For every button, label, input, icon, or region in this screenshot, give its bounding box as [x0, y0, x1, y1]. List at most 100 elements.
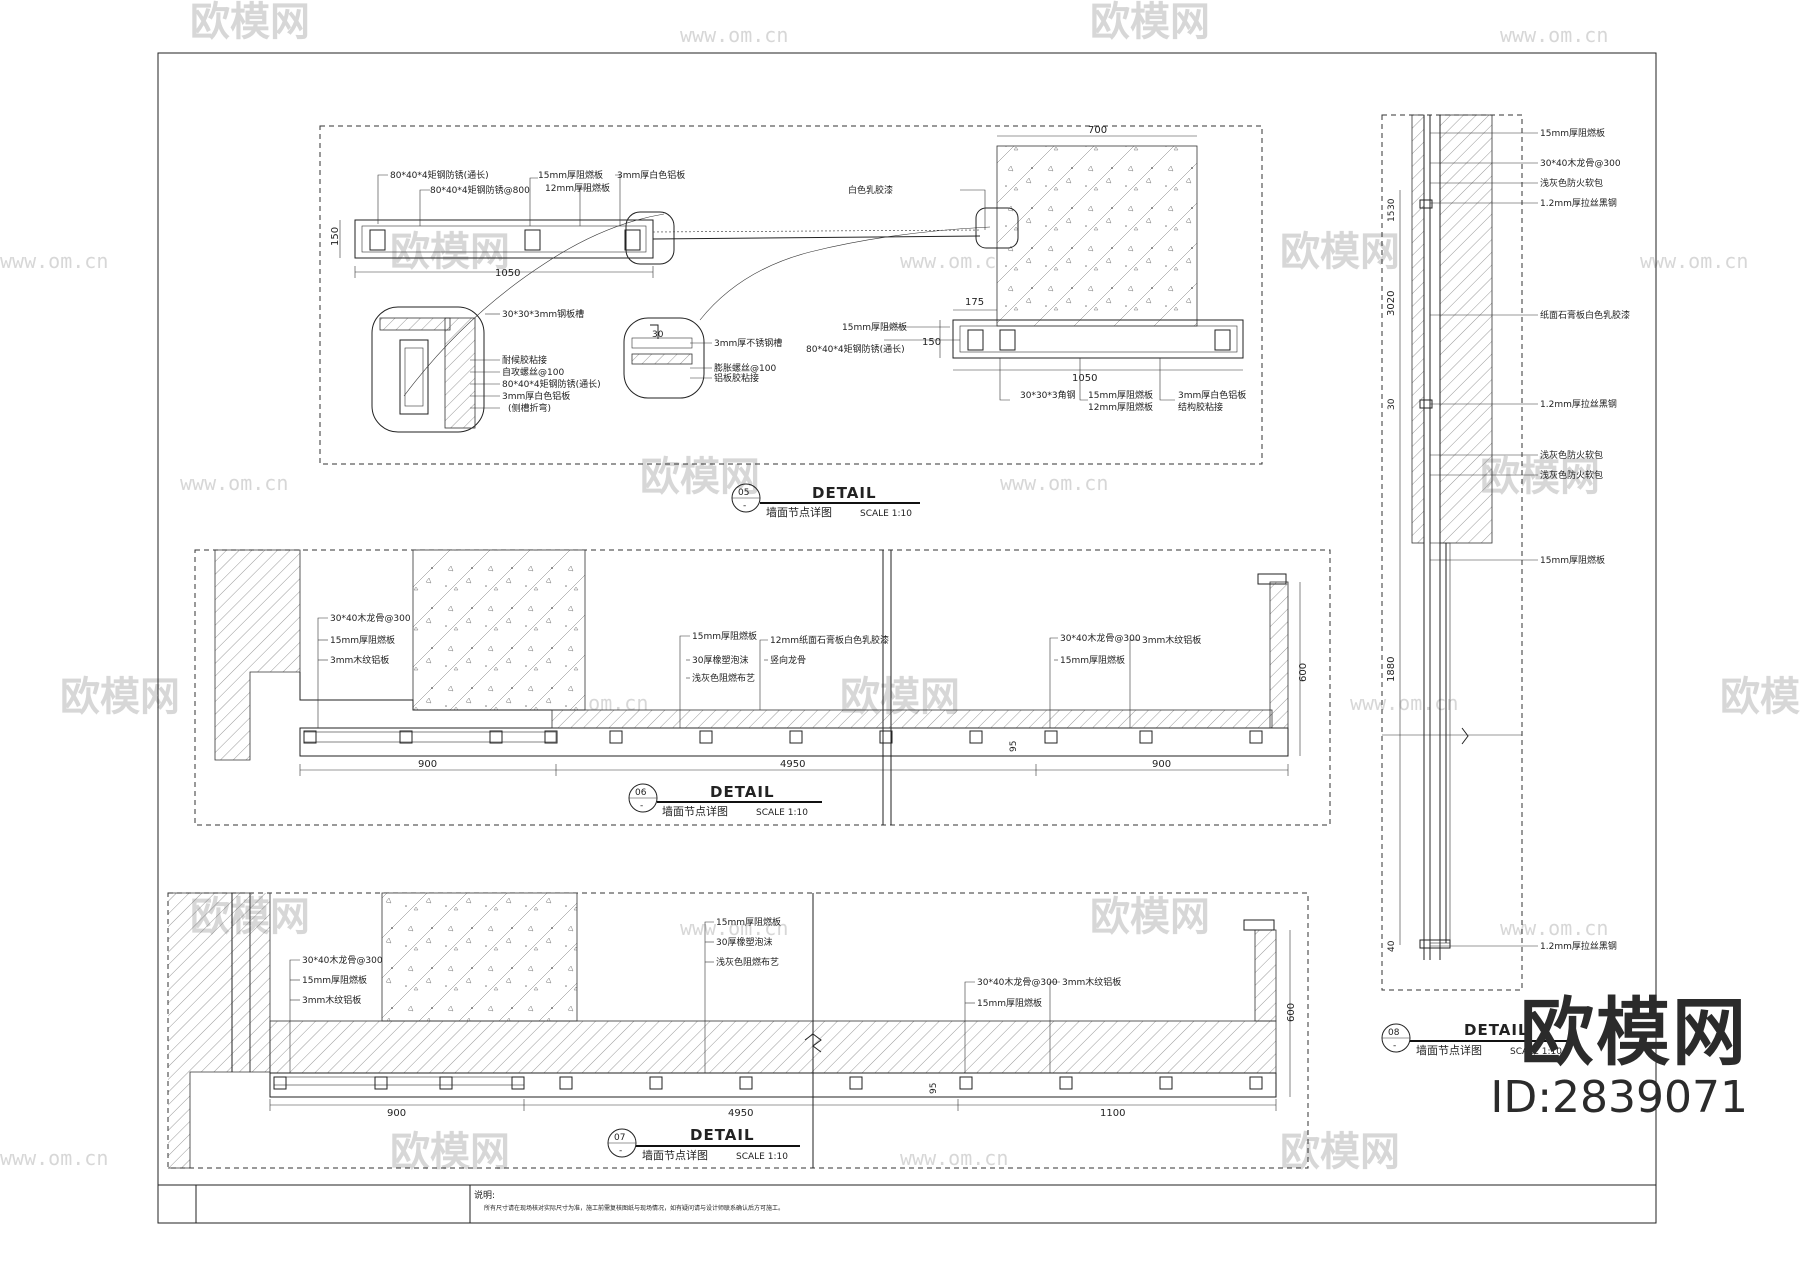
d07-label-6: 30*40木龙骨@300 — [977, 976, 1058, 988]
d08-dim-2: 3020 — [1386, 291, 1397, 316]
detail-06-title: 06 - DETAIL 墙面节点详图 SCALE 1:10 — [628, 783, 822, 818]
d07-dim-0: 900 — [387, 1108, 406, 1119]
d08-dim-4: 1880 — [1386, 657, 1397, 682]
detail-06-number: 06 — [635, 788, 647, 798]
d07-label-5: 浅灰色阻燃布艺 — [716, 956, 779, 968]
d06-dim-2: 900 — [1152, 759, 1171, 770]
wood-stud — [1249, 730, 1263, 744]
d06-label-0: 30*40木龙骨@300 — [330, 612, 411, 624]
d06-label-1: 15mm厚阻燃板 — [330, 634, 395, 646]
wood-stud — [439, 1076, 453, 1090]
brand-mark: 欧模网 ID:2839071 — [1490, 993, 1748, 1123]
detail-07-sheet: - — [619, 1146, 622, 1156]
watermark-logo: 欧模网 — [1480, 454, 1600, 500]
d06-dim-3: 600 — [1298, 663, 1309, 682]
detail-06-frame — [194, 549, 1331, 826]
d05-label-15: 15mm厚阻燃板 — [842, 321, 907, 333]
watermark-url: www.om.cn — [1500, 23, 1608, 47]
detail-06-studs — [303, 730, 1263, 744]
wood-stud — [544, 730, 558, 744]
d05-label-16: 80*40*4矩钢防锈(通长) — [806, 343, 905, 355]
d08-label-2: 浅灰色防火软包 — [1540, 177, 1603, 189]
watermark-url: www.om.cn — [0, 1146, 108, 1170]
d05-label-1: 80*40*4矩钢防锈@800 — [430, 184, 530, 196]
notes-text: 所有尺寸请在现场核对实际尺寸为准，施工前需复核图纸与现场情况，如有疑问请与设计师… — [484, 1204, 784, 1212]
watermark-url: www.om.cn — [180, 471, 288, 495]
detail-05-enlargement-a — [371, 213, 665, 433]
detail-07: 900 4950 1100 600 95 30*40木龙骨@300 15mm厚阻… — [167, 892, 1309, 1169]
d05-dim-150b: 150 — [922, 337, 941, 348]
watermark-logo: 欧模网 — [60, 674, 180, 720]
d07-label-8: 15mm厚阻燃板 — [977, 997, 1042, 1009]
d07-dim-1: 4950 — [728, 1108, 753, 1119]
d05-label-11: (侧槽折弯) — [508, 402, 551, 414]
watermark-url: www.om.cn — [1500, 916, 1608, 940]
d05-label-8: 自攻螺丝@100 — [502, 366, 564, 378]
detail-05: 1050 150 — [319, 125, 1263, 519]
d08-label-3: 1.2mm厚拉丝黑钢 — [1540, 197, 1617, 209]
watermark-logo: 欧模网 — [1280, 1129, 1400, 1175]
d06-label-4: 30厚橡塑泡沫 — [692, 654, 748, 666]
wood-stud — [879, 730, 893, 744]
detail-07-subtitle: 墙面节点详图 — [642, 1148, 708, 1162]
d05-label-7: 耐候胶粘接 — [502, 354, 547, 366]
watermark-url: www.om.cn — [900, 1146, 1008, 1170]
d06-label-6: 12mm纸面石膏板白色乳胶漆 — [770, 634, 889, 646]
watermark-logo: 欧模网 — [640, 454, 760, 500]
d08-label-1: 30*40木龙骨@300 — [1540, 157, 1621, 169]
detail-05-title: 05 - DETAIL 墙面节点详图 SCALE 1:10 — [731, 483, 920, 519]
d05-label-5: 白色乳胶漆 — [848, 184, 893, 196]
d07-dim-2: 1100 — [1100, 1108, 1125, 1119]
detail-05-scale: SCALE 1:10 — [860, 509, 912, 519]
wood-stud — [399, 730, 413, 744]
wood-stud — [699, 730, 713, 744]
watermark-url: www.om.cn — [1640, 249, 1748, 273]
wood-stud — [1044, 730, 1058, 744]
d06-dim-0: 900 — [418, 759, 437, 770]
detail-06-heading: DETAIL — [710, 783, 775, 801]
detail-05-leaders — [377, 174, 1175, 409]
d08-label-5: 1.2mm厚拉丝黑钢 — [1540, 398, 1617, 410]
d05-dim-30: 30 — [652, 330, 664, 340]
wood-stud — [969, 730, 983, 744]
d05-label-18: 15mm厚阻燃板 — [1088, 389, 1153, 401]
d07-label-7: 3mm木纹铝板 — [1062, 976, 1121, 988]
d08-label-8: 15mm厚阻燃板 — [1540, 554, 1605, 566]
detail-06-subtitle: 墙面节点详图 — [662, 804, 728, 818]
d05-label-6: 30*30*3mm钢板槽 — [502, 308, 584, 320]
d05-label-0: 80*40*4矩钢防锈(通长) — [390, 169, 489, 181]
notes-block: 说明: 所有尺寸请在现场核对实际尺寸为准，施工前需复核图纸与现场情况，如有疑问请… — [474, 1189, 784, 1212]
d05-dim-1: 1050 — [495, 268, 520, 279]
d07-label-3: 15mm厚阻燃板 — [716, 916, 781, 928]
d06-label-3: 15mm厚阻燃板 — [692, 630, 757, 642]
detail-07-heading: DETAIL — [690, 1126, 755, 1144]
d08-label-9: 1.2mm厚拉丝黑钢 — [1540, 940, 1617, 952]
d05-label-3: 12mm厚阻燃板 — [545, 182, 610, 194]
d06-label-8: 30*40木龙骨@300 — [1060, 632, 1141, 644]
wood-stud — [849, 1076, 863, 1090]
d08-dim-0: 30 — [1387, 198, 1397, 210]
d05-dim-1050b: 1050 — [1072, 373, 1097, 384]
d05-label-14: 铝板胶粘接 — [714, 372, 759, 384]
detail-08-frame — [1381, 114, 1523, 991]
d06-label-2: 3mm木纹铝板 — [330, 654, 389, 666]
wood-stud — [1139, 730, 1153, 744]
d05-label-13: 膨胀螺丝@100 — [714, 362, 776, 374]
wood-stud — [609, 730, 623, 744]
watermark-url: www.om.cn — [1350, 691, 1458, 715]
detail-07-title: 07 - DETAIL 墙面节点详图 SCALE 1:10 — [607, 1126, 800, 1162]
detail-05-labels: 80*40*4矩钢防锈(通长) 80*40*4矩钢防锈@800 15mm厚阻燃板… — [390, 169, 1246, 414]
watermark-url: www.om.cn — [680, 23, 788, 47]
d06-dim-4: 95 — [1009, 741, 1019, 752]
d05-label-4: 3mm厚白色铝板 — [617, 169, 685, 181]
wood-stud — [959, 1076, 973, 1090]
d08-dim-1: 15 — [1387, 211, 1397, 222]
d06-label-9: 15mm厚阻燃板 — [1060, 654, 1125, 666]
d07-dim-3: 600 — [1286, 1003, 1297, 1022]
d05-label-19: 12mm厚阻燃板 — [1088, 401, 1153, 413]
d08-dim-5: 40 — [1387, 940, 1397, 952]
watermark-url: www.om.cn — [900, 249, 1008, 273]
detail-06-leaders — [317, 617, 1140, 728]
d05-label-12: 3mm厚不锈钢槽 — [714, 337, 782, 349]
